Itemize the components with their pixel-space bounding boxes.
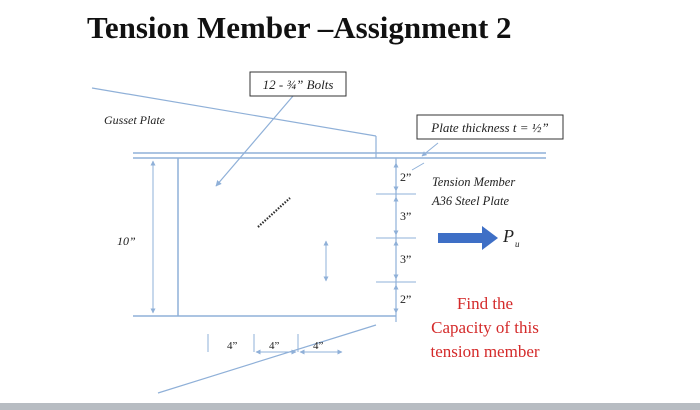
gusset-edge-top <box>91 87 377 137</box>
gage-label-1: 2” <box>400 170 411 184</box>
bolts-leader <box>215 95 294 187</box>
task-line-3: tension member <box>430 342 539 361</box>
bolts-label-box <box>249 71 347 97</box>
gage-label-3: 3” <box>400 252 411 266</box>
member-label-line2: A36 Steel Plate <box>431 194 510 208</box>
thickness-leader <box>421 142 439 157</box>
pitch-label-2: 4” <box>269 340 280 352</box>
footer-bar <box>0 403 700 410</box>
gusset-edge-bottom <box>157 324 377 394</box>
pitch-label-3: 4” <box>313 340 324 352</box>
task-line-1: Find the <box>457 294 513 313</box>
bolt-group <box>257 197 291 228</box>
task-line-2: Capacity of this <box>431 318 539 337</box>
load-symbol: P <box>502 226 514 246</box>
gage-label-2: 3” <box>400 209 411 223</box>
member-label-line1: Tension Member <box>432 175 515 189</box>
load-arrow <box>438 226 498 250</box>
plate-thickness-box <box>416 114 564 140</box>
plate-thickness-label: Plate thickness t = ½” <box>430 120 548 135</box>
width-label: 10” <box>117 234 136 248</box>
gusset-label: Gusset Plate <box>104 113 166 127</box>
load-subscript: u <box>515 239 520 249</box>
bolts-label: 12 - ¾” Bolts <box>263 77 334 92</box>
pitch-label-1: 4” <box>227 340 238 352</box>
thickness-indicator <box>411 162 425 171</box>
slide-title: Tension Member –Assignment 2 <box>87 10 512 45</box>
gage-label-4: 2” <box>400 292 411 306</box>
